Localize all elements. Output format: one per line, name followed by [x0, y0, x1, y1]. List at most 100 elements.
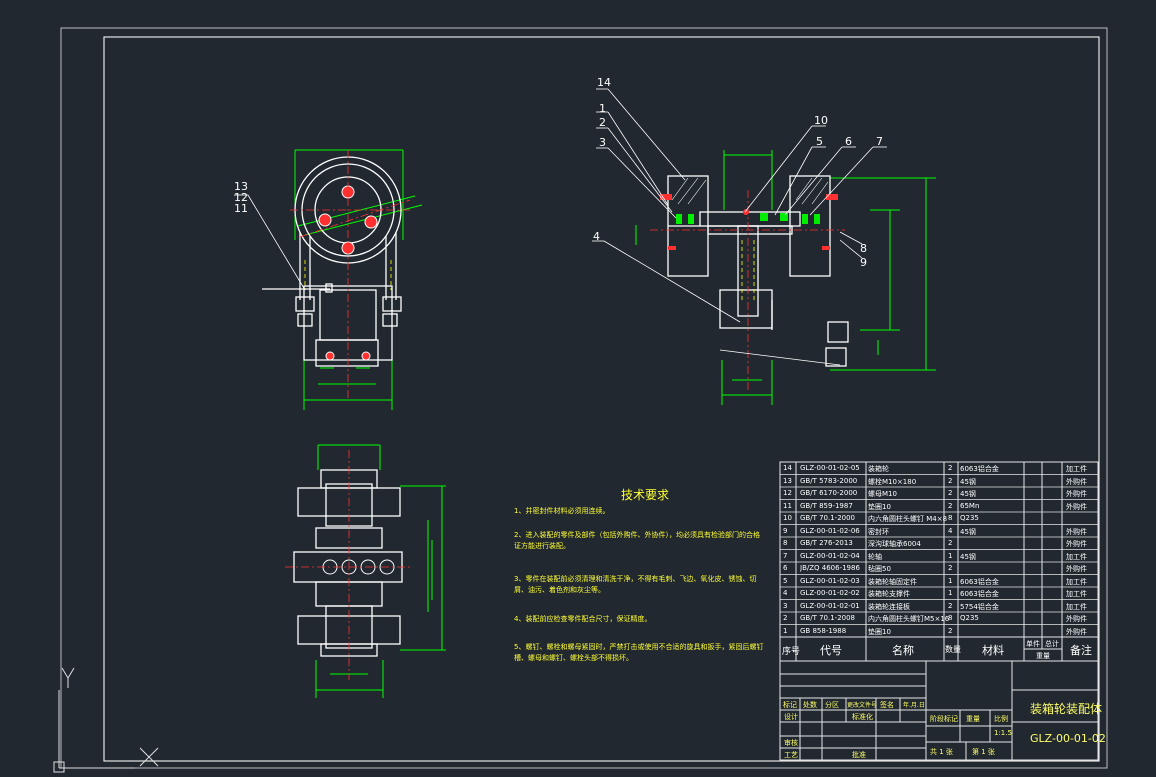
parts-row-code: GLZ-00-01-02-06: [800, 526, 860, 535]
tech-note-1: 1、并密封件材料必须用连续。: [514, 507, 610, 515]
parts-row-remark: 加工件: [1066, 577, 1087, 586]
parts-row-qty: 2: [948, 476, 953, 485]
balloon-10: 10: [814, 114, 828, 127]
tb-scale-label: 比例: [994, 715, 1008, 723]
parts-row-no: 5: [783, 576, 788, 585]
parts-row-qty: 2: [948, 564, 953, 572]
parts-row-material: 45钢: [960, 527, 976, 536]
parts-row-material: 45钢: [960, 477, 976, 486]
parts-row-material: 5754铝合金: [960, 602, 999, 611]
parts-row-qty: 2: [948, 489, 953, 497]
tb-approve: 批准: [852, 751, 866, 759]
tb-sheet-total: 共 1 张: [930, 748, 953, 756]
parts-row-name: 螺母M10: [868, 490, 897, 498]
tb-change-doc: 更改文件号: [847, 702, 878, 709]
parts-row-remark: 加工件: [1066, 552, 1087, 561]
parts-row-qty: 2: [948, 501, 953, 510]
parts-row-material: 6063铝合金: [960, 465, 999, 473]
parts-row-qty: 2: [948, 464, 953, 472]
side-view: [234, 149, 423, 410]
parts-row-remark: 外购件: [1066, 527, 1087, 536]
parts-row-qty: 4: [948, 526, 953, 535]
balloon-8: 8: [860, 242, 867, 255]
hdr-code: 代号: [820, 644, 842, 657]
parts-row-no: 12: [783, 489, 792, 497]
parts-row-remark: 加工件: [1066, 602, 1087, 611]
section-view: [592, 88, 936, 405]
balloon-12: 12: [234, 191, 248, 204]
parts-row-name: 垫圈10: [868, 502, 891, 511]
inner-frame: [103, 36, 1100, 762]
parts-row-material: Q235: [960, 614, 979, 622]
balloon-6: 6: [845, 135, 852, 148]
parts-row-name: 深沟球轴承6004: [868, 540, 921, 548]
parts-row-name: 垫圈10: [868, 627, 891, 636]
tb-zone: 分区: [825, 701, 839, 709]
parts-row-material: Q235: [960, 514, 979, 522]
tb-scale-value: 1:1.5: [994, 729, 1012, 737]
hdr-unit: 单件: [1026, 640, 1040, 648]
balloon-4: 4: [593, 230, 600, 243]
parts-row-remark: 外购件: [1066, 615, 1087, 623]
parts-row-qty: 1: [948, 576, 953, 585]
hdr-qty: 数量: [945, 645, 961, 654]
parts-row-code: GB/T 6170-2000: [800, 489, 858, 497]
parts-row-no: 1: [783, 626, 788, 635]
hdr-total: 总计: [1045, 640, 1059, 648]
parts-row-no: 9: [783, 526, 788, 535]
parts-row-remark: 外购件: [1066, 627, 1087, 636]
parts-row-name: 螺栓M10×180: [868, 477, 917, 486]
balloon-11: 11: [234, 202, 248, 215]
balloon-7: 7: [876, 135, 883, 148]
tb-mark: 标记: [783, 701, 797, 709]
parts-row-name: 装箱轮支撑件: [868, 590, 910, 598]
parts-row-material: 65Mn: [960, 501, 980, 510]
tech-note-2: 2、进入装配的零件及部件（包括外购件、外协件），均必须具有检验部门的合格证方能进…: [514, 531, 760, 550]
parts-row-code: JB/ZQ 4606-1986: [800, 564, 860, 572]
parts-row-remark: 加工件: [1066, 590, 1087, 598]
balloon-14: 14: [597, 76, 611, 89]
parts-row-code: GLZ-00-01-02-02: [800, 589, 860, 597]
tb-design: 设计: [784, 713, 798, 721]
parts-row-remark: 外购件: [1066, 502, 1087, 511]
drawing-title: 装箱轮装配体: [1030, 702, 1103, 716]
parts-row-code: GLZ-00-01-02-03: [800, 576, 860, 585]
tb-sheet-no: 第 1 张: [972, 748, 995, 756]
parts-row-qty: 8: [948, 614, 953, 622]
tech-note-4: 4、装配前应检查零件配合尺寸，保证精度。: [514, 615, 652, 623]
parts-row-name: 轮轴: [868, 552, 882, 561]
hdr-no: 序号: [782, 647, 801, 657]
tb-stage-mark: 阶段标记: [930, 715, 958, 723]
hdr-weight: 重量: [1036, 652, 1050, 660]
ucs-icon: [53, 667, 159, 773]
parts-row-no: 14: [783, 464, 792, 472]
balloon-labels: 14 1 2 3 10 5 6 7 8 9 4 13 12 11: [234, 76, 883, 269]
parts-row-code: GB/T 70.1-2008: [800, 614, 856, 622]
tb-process: 工艺: [784, 751, 798, 759]
parts-row-no: 6: [783, 564, 788, 572]
parts-row-name: 装箱轮连接板: [868, 602, 910, 611]
parts-row-code: GLZ-00-01-02-04: [800, 551, 860, 560]
balloon-2: 2: [599, 116, 606, 129]
parts-row-qty: 8: [948, 514, 953, 522]
parts-row-code: GB/T 5783-2000: [800, 476, 858, 485]
outer-frame: [60, 27, 1108, 769]
hdr-remark: 备注: [1070, 644, 1092, 657]
parts-row-name: 装箱轮轴固定件: [868, 577, 917, 586]
parts-row-remark: 外购件: [1066, 477, 1087, 486]
parts-row-remark: 外购件: [1066, 540, 1087, 548]
tb-count: 处数: [803, 701, 817, 709]
parts-row-material: 6063铝合金: [960, 577, 999, 586]
parts-row-material: 45钢: [960, 490, 976, 498]
tech-notes-title: 技术要求: [620, 488, 669, 502]
parts-row-code: GB/T 276-2013: [800, 539, 853, 547]
tb-review: 审核: [784, 739, 798, 747]
tech-note-3: 3、零件在装配前必须清理和清洗干净，不得有毛刺、飞边、氧化皮、锈蚀、切屑、油污、…: [514, 575, 757, 594]
parts-row-qty: 1: [948, 551, 953, 560]
hdr-material: 材料: [982, 644, 1004, 657]
parts-row-remark: 外购件: [1066, 565, 1087, 573]
balloon-5: 5: [816, 135, 823, 148]
tech-note-5: 5、螺钉、螺栓和螺母紧固时，严禁打击或使用不合适的旋具和扳手，紧固后螺钉槽、螺母…: [514, 643, 764, 662]
parts-row-no: 10: [783, 514, 792, 522]
